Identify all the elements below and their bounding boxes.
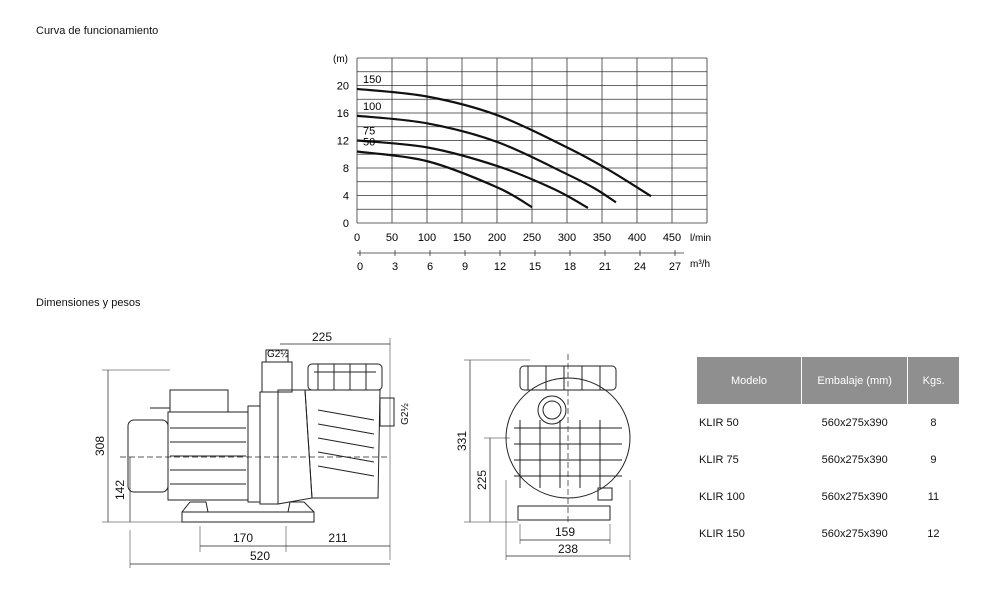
side-dim-base-right: 211 <box>328 531 347 545</box>
front-view-drawing <box>464 354 631 560</box>
chart-grid <box>356 57 708 224</box>
series-curve-75 <box>356 139 589 209</box>
chart-x2-label: m³/h <box>690 259 710 270</box>
front-dim-height: 331 <box>455 431 469 451</box>
table-row: KLIR 50 560x275x390 8 <box>697 404 959 441</box>
cell-model: KLIR 75 <box>699 453 739 466</box>
x2-tick-label: 15 <box>529 261 541 273</box>
chart-x-label: l/min <box>690 233 711 244</box>
cell-packaging: 560x275x390 <box>821 453 888 466</box>
table-row: KLIR 100 560x275x390 11 <box>697 478 959 515</box>
x2-tick-label: 27 <box>669 261 681 273</box>
series-curve-50 <box>356 150 533 209</box>
dimensions-section-title: Dimensiones y pesos <box>36 297 141 309</box>
x-tick-label: 350 <box>593 232 611 244</box>
x2-tick-label: 9 <box>462 261 468 273</box>
header-weight: Kgs. <box>907 357 959 404</box>
x2-tick-label: 12 <box>494 261 506 273</box>
x-tick-label: 150 <box>453 232 471 244</box>
header-packaging: Embalaje (mm) <box>801 357 909 404</box>
x-tick-label: 200 <box>488 232 506 244</box>
x2-tick-label: 3 <box>392 261 398 273</box>
front-dim-base: 159 <box>555 525 575 539</box>
series-curve-100 <box>356 114 617 204</box>
x2-tick-label: 18 <box>564 261 576 273</box>
y-tick-label: 20 <box>337 81 349 93</box>
front-dim-axis: 225 <box>475 470 489 490</box>
x2-tick-label: 24 <box>634 261 646 273</box>
front-dim-width: 238 <box>558 542 578 556</box>
cell-weight: 9 <box>930 453 937 466</box>
x2-tick-label: 0 <box>357 261 363 273</box>
table-header-row: Modelo Embalaje (mm) Kgs. <box>697 357 959 404</box>
side-dim-top: 225 <box>312 330 332 344</box>
table-row: KLIR 75 560x275x390 9 <box>697 441 959 478</box>
x-tick-label: 400 <box>628 232 646 244</box>
front-connection-label: G2½ <box>400 403 411 425</box>
technical-drawings: 225 G2½ 308 142 170 211 520 G2½ 331 225 … <box>93 330 631 568</box>
cell-model: KLIR 100 <box>699 490 745 503</box>
cell-weight: 11 <box>927 490 940 503</box>
series-label-75: 75 <box>363 126 375 138</box>
y-tick-label: 16 <box>337 108 349 120</box>
cell-packaging: 560x275x390 <box>821 490 888 503</box>
chart-y-label: (m) <box>333 54 348 65</box>
series-label-100: 100 <box>363 101 381 113</box>
curve-section-title: Curva de funcionamiento <box>36 25 159 37</box>
cell-packaging: 560x275x390 <box>821 527 888 540</box>
x-tick-label: 50 <box>386 232 398 244</box>
y-tick-label: 12 <box>337 136 349 148</box>
x-tick-label: 100 <box>418 232 436 244</box>
series-label-50: 50 <box>363 137 375 149</box>
cell-model: KLIR 150 <box>699 527 745 540</box>
y-tick-label: 0 <box>343 218 349 230</box>
x-tick-label: 0 <box>354 232 360 244</box>
side-dim-height: 308 <box>93 436 107 456</box>
x-tick-label: 450 <box>663 232 681 244</box>
x-tick-label: 300 <box>558 232 576 244</box>
side-dim-base-left: 170 <box>233 531 253 545</box>
side-connection-label: G2½ <box>267 349 289 360</box>
table-row: KLIR 150 560x275x390 12 <box>697 515 959 552</box>
cell-model: KLIR 50 <box>699 416 739 429</box>
series-curve-150 <box>356 87 652 198</box>
cell-weight: 8 <box>930 416 937 429</box>
header-model: Modelo <box>697 357 803 404</box>
x2-tick-label: 6 <box>427 261 433 273</box>
series-label-150: 150 <box>363 74 381 86</box>
y-tick-label: 8 <box>343 163 349 175</box>
models-table: Modelo Embalaje (mm) Kgs. KLIR 50 560x27… <box>697 357 959 552</box>
x-tick-label: 250 <box>523 232 541 244</box>
cell-weight: 12 <box>927 527 940 540</box>
y-tick-label: 4 <box>343 191 349 203</box>
x2-tick-label: 21 <box>599 261 611 273</box>
side-dim-axis: 142 <box>113 480 127 500</box>
cell-packaging: 560x275x390 <box>821 416 888 429</box>
side-dim-length: 520 <box>250 549 270 563</box>
side-view-drawing <box>102 338 395 568</box>
